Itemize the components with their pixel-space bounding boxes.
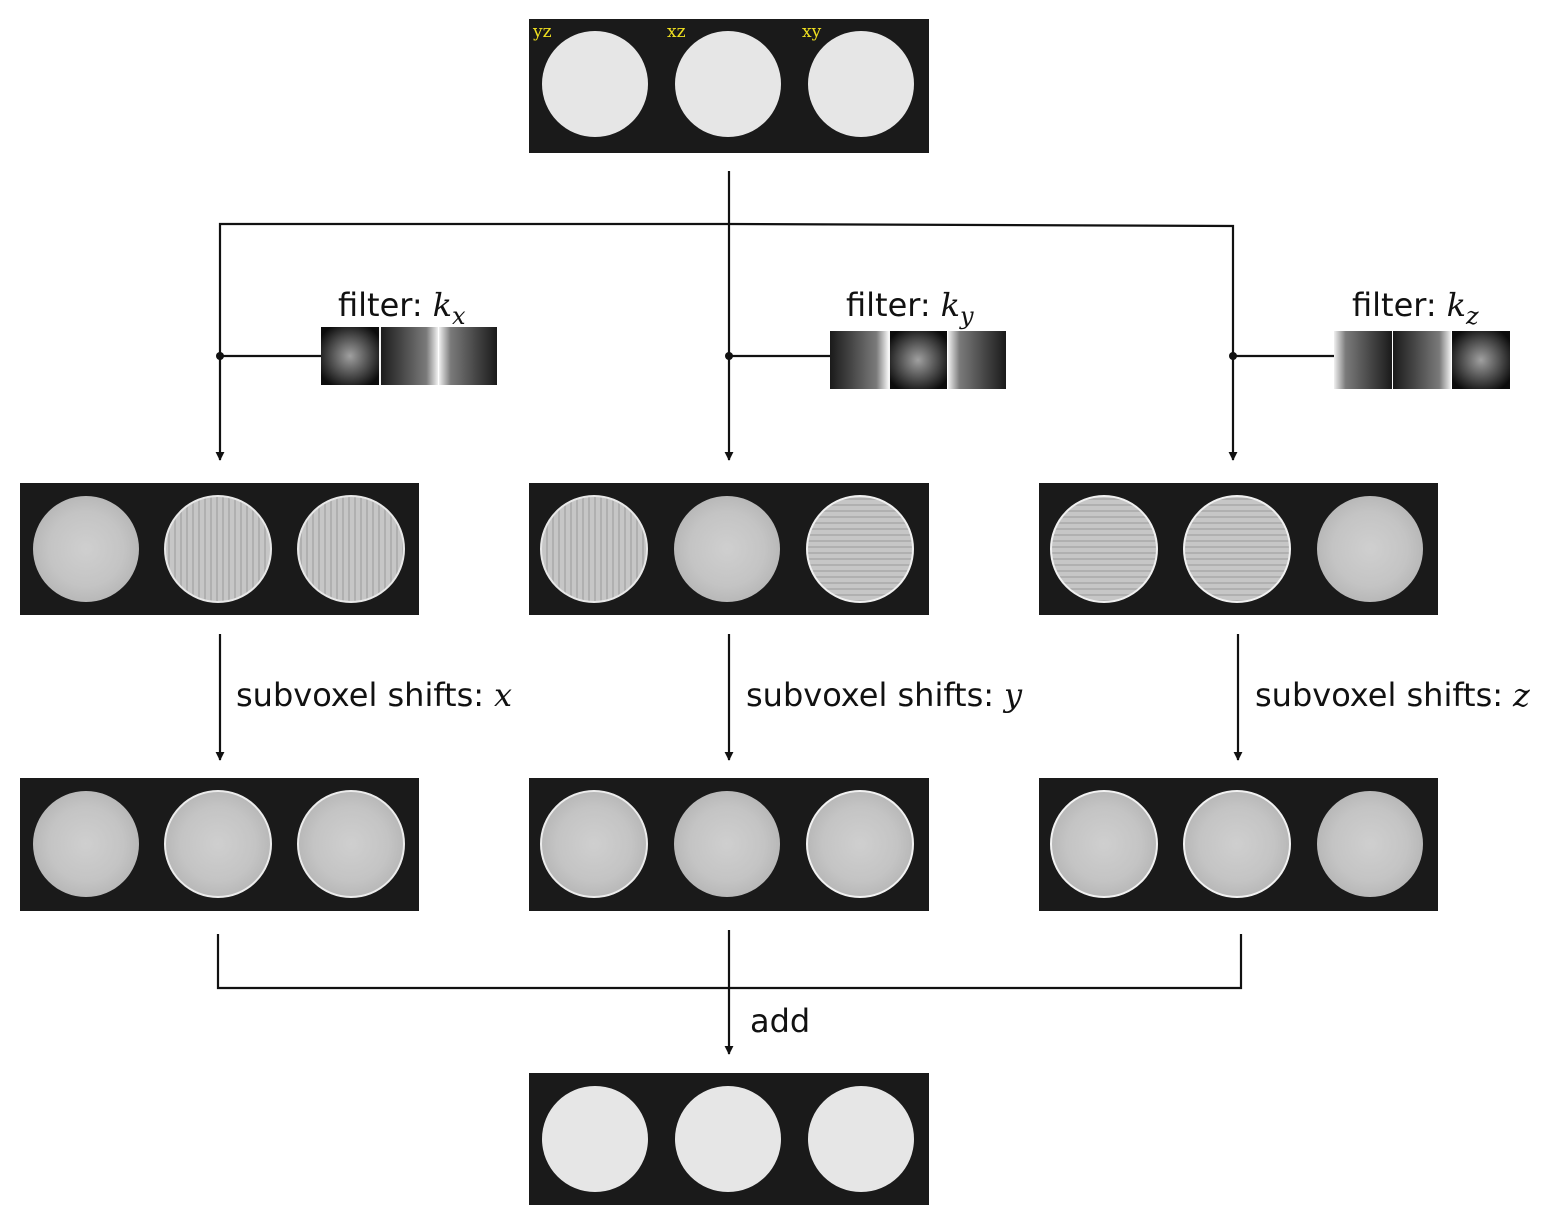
shifted-panel-z — [1039, 778, 1438, 911]
filter-kz-label: filter:kz — [1352, 286, 1479, 330]
plane-label-xy: xy — [802, 22, 822, 42]
filtered-panel-y — [529, 483, 929, 615]
filtered-panel-z — [1039, 483, 1438, 615]
filter-ky: filter:ky — [830, 286, 1006, 389]
plane-label-xz: xz — [667, 22, 686, 42]
filter-kx: filter:kx — [321, 286, 497, 385]
shifted-panel-y — [529, 778, 929, 911]
shift-arrows — [215, 634, 1243, 761]
output-panel — [529, 1073, 929, 1205]
shifted-panel-x — [20, 778, 419, 911]
filter-kx-label: filter:kx — [338, 286, 466, 330]
combine-lines — [216, 930, 1243, 1055]
distribution-lines — [215, 171, 1334, 461]
shift-y-label: subvoxel shifts:y — [746, 676, 1023, 714]
add-label: add — [750, 1002, 810, 1040]
filter-ky-label: filter:ky — [846, 286, 974, 330]
shift-z-label: subvoxel shifts:z — [1255, 676, 1531, 714]
shift-x-label: subvoxel shifts:x — [236, 676, 512, 714]
plane-label-yz: yz — [532, 22, 552, 42]
input-panel: yz xz xy — [529, 19, 929, 153]
filtered-panel-x — [20, 483, 419, 615]
filter-kz: filter:kz — [1334, 286, 1510, 389]
